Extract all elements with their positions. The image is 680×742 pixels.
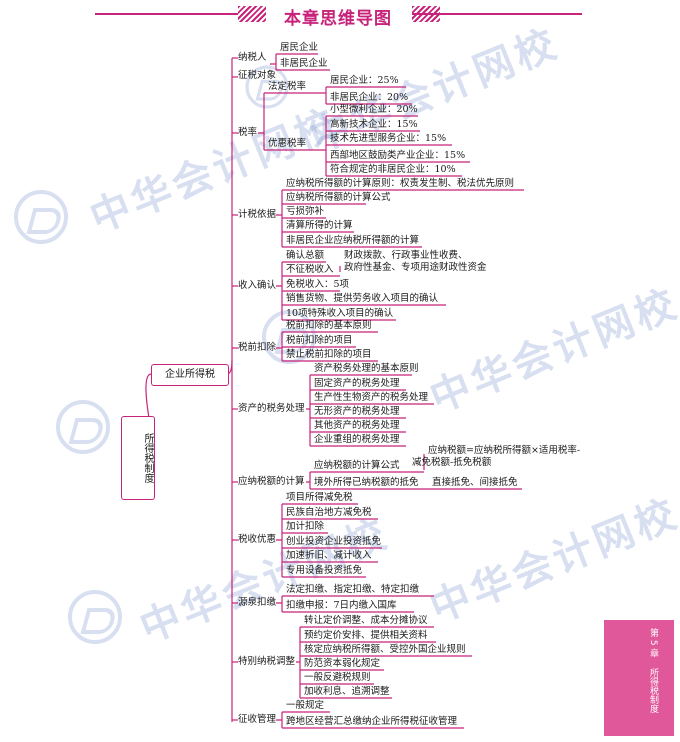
- leaf-item: 预约定价安排、提供相关资料: [304, 630, 428, 641]
- branch-label: 资产的税务处理: [238, 403, 305, 414]
- chapter-number: 第 5 章: [648, 628, 658, 658]
- leaf-item: 应纳税所得额的计算原则：权责发生制、税法优先原则: [286, 178, 515, 189]
- leaf-item: 加速折旧、减计收入: [286, 550, 372, 561]
- group-label: 法定税率: [268, 81, 307, 92]
- leaf-item: 销售货物、提供劳务收入项目的确认: [286, 293, 439, 304]
- leaf-item: 非居民企业应纳税所得额的计算: [286, 235, 420, 246]
- branch-label: 源泉扣缴: [238, 597, 277, 608]
- branch-label: 税收优惠: [238, 534, 277, 545]
- leaf-item: 亏损弥补: [286, 206, 325, 217]
- page-title: 本章思维导图: [284, 9, 392, 29]
- leaf-item: 防范资本弱化规定: [304, 658, 381, 669]
- leaf-item: 不征税收入: [286, 264, 334, 275]
- leaf-item: 转让定价调整、成本分摊协议: [304, 615, 428, 626]
- header-stripe-left: [238, 6, 266, 22]
- branch-label: 计税依据: [238, 209, 277, 220]
- watermark-logo-icon: [262, 310, 316, 364]
- leaf-item: 税前扣除的基本原则: [286, 320, 372, 331]
- formula-line: 应纳税额=应纳税所得额×适用税率-: [428, 445, 581, 456]
- leaf-item: 应纳税所得额的计算公式: [286, 192, 391, 203]
- leaf-item: 跨地区经营汇总缴纳企业所得税征收管理: [286, 716, 458, 727]
- branch-label: 征税对象: [238, 70, 277, 81]
- credit-method: 直接抵免、间接抵免: [432, 477, 518, 488]
- header-line-right: [412, 13, 582, 15]
- leaf-item: 税前扣除的项目: [286, 335, 353, 346]
- leaf-item: 居民企业: [280, 42, 319, 53]
- chapter-tab: 第 5 章 所得税制度: [604, 620, 674, 736]
- leaf-item: 小型微利企业：20%: [330, 104, 418, 115]
- leaf-item: 禁止税前扣除的项目: [286, 349, 372, 360]
- level1-node: 企业所得税: [151, 364, 229, 386]
- chapter-subject: 所得税制度: [648, 668, 658, 713]
- watermark-logo-icon: [56, 400, 110, 454]
- leaf-item: 境外所得已纳税额的抵免: [314, 477, 419, 488]
- leaf-item: 创业投资企业投资抵免: [286, 536, 382, 547]
- leaf-item: 核定应纳税所得额、受控外国企业规则: [304, 644, 466, 655]
- leaf-item: 无形资产的税务处理: [314, 406, 400, 417]
- leaf-item: 非居民企业：20%: [330, 92, 409, 103]
- leaf-item: 居民企业：25%: [330, 75, 399, 86]
- branch-label: 征收管理: [238, 714, 277, 725]
- branch-label: 特别纳税调整: [238, 656, 296, 667]
- leaf-item: 企业重组的税务处理: [314, 434, 400, 445]
- branch-label: 应纳税额的计算: [238, 476, 305, 487]
- group-label: 优惠税率: [268, 138, 307, 149]
- leaf-item: 西部地区鼓励类产业企业：15%: [330, 150, 466, 161]
- leaf-item: 10项特殊收入项目的确认: [286, 308, 394, 319]
- formula-line: 减免税额-抵免税额: [412, 457, 492, 468]
- leaf-item: 加计扣除: [286, 521, 325, 532]
- leaf-item: 固定资产的税务处理: [314, 378, 400, 389]
- leaf-item: 项目所得减免税: [286, 492, 353, 503]
- watermark-logo-icon: [245, 65, 289, 109]
- root-label: 所得税制度: [142, 433, 153, 483]
- leaf-item: 生产性生物资产的税务处理: [314, 392, 429, 403]
- leaf-item: 非居民企业: [280, 58, 328, 69]
- leaf-item: 一般规定: [286, 700, 325, 711]
- header-line-left: [95, 13, 265, 15]
- leaf-item: 其他资产的税务处理: [314, 420, 400, 431]
- leaf-item: 确认总额: [286, 250, 325, 261]
- leaf-item: 扣缴申报：7日内缴入国库: [286, 600, 397, 611]
- leaf-item: 高新技术企业：15%: [330, 119, 418, 130]
- leaf-item: 技术先进型服务企业：15%: [330, 133, 447, 144]
- leaf-item: 一般反避税规则: [304, 672, 371, 683]
- leaf-item: 资产税务处理的基本原则: [314, 363, 419, 374]
- leaf-item: 民族自治地方减免税: [286, 507, 372, 518]
- root-node: 所得税制度: [121, 416, 155, 500]
- branch-label: 税率: [238, 127, 258, 138]
- leaf-subitem: 财政拨款、行政事业性收费、: [344, 250, 468, 261]
- leaf-item: 加收利息、追溯调整: [304, 686, 390, 697]
- leaf-item: 符合规定的非居民企业：10%: [330, 164, 456, 175]
- branch-label: 税前扣除: [238, 342, 277, 353]
- watermark-logo-icon: [14, 190, 68, 244]
- leaf-subitem: 政府性基金、专项用途财政性资金: [344, 262, 487, 273]
- leaf-item: 免税收入：5项: [286, 279, 350, 290]
- branch-label: 收入确认: [238, 280, 277, 291]
- watermark-logo-icon: [68, 590, 122, 644]
- branch-label: 纳税人: [238, 52, 267, 63]
- leaf-item: 清算所得的计算: [286, 220, 353, 231]
- leaf-item: 法定扣缴、指定扣缴、特定扣缴: [286, 584, 420, 595]
- leaf-item: 应纳税额的计算公式: [314, 460, 400, 471]
- leaf-item: 专用设备投资抵免: [286, 565, 363, 576]
